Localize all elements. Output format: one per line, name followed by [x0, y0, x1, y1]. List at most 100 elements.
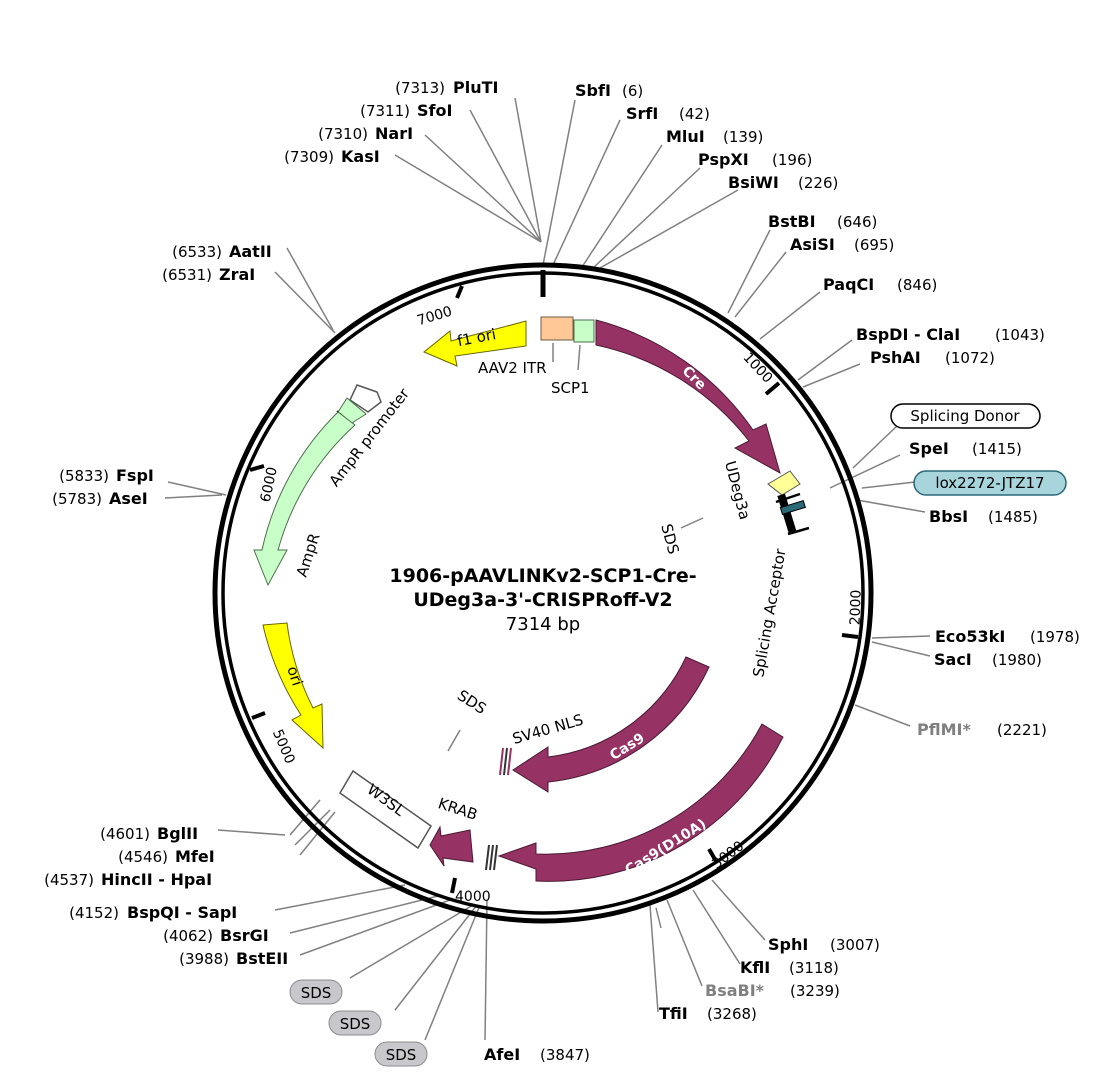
enzyme-bsteii: (3988) BstEII: [179, 949, 288, 968]
svg-text:BsaBI*: BsaBI*: [705, 981, 765, 1000]
svg-text:SDS: SDS: [301, 984, 332, 1002]
features: [253, 316, 810, 882]
svg-text:(5833): (5833): [59, 467, 109, 485]
svg-text:SbfI: SbfI: [575, 81, 611, 100]
svg-text:BbsI: BbsI: [929, 507, 968, 526]
svg-text:HincII - HpaI: HincII - HpaI: [101, 870, 212, 889]
plasmid-name-line2: UDeg3a-3'-CRISPRoff-V2: [413, 589, 672, 611]
enzyme-sfoi: (7311)SfoI: [360, 101, 452, 120]
svg-text:(226): (226): [798, 174, 838, 192]
svg-text:BstEII: BstEII: [236, 949, 288, 968]
splicing-acceptor-mark: [777, 493, 797, 535]
enzyme-aatii: (6533) AatII: [172, 242, 272, 261]
enzyme-bbsi: BbsI (1485): [929, 507, 1038, 526]
krab-arrow: [429, 825, 474, 867]
svg-text:(1978): (1978): [1030, 628, 1080, 646]
svg-text:(1980): (1980): [992, 651, 1042, 669]
enzyme-eco53ki: Eco53kI (1978): [935, 627, 1080, 646]
enzyme-paqci: PaqCI(846): [823, 275, 937, 294]
sv40-nls-label: SV40 NLS: [510, 711, 585, 748]
enzyme-saci: SacI(1980): [934, 650, 1042, 669]
enzyme-mfei: (4546)MfeI: [118, 847, 215, 866]
tick-label-5000: 5000: [269, 727, 298, 766]
enzyme-bglii: (4601)BglII: [100, 824, 198, 843]
svg-text:SfoI: SfoI: [417, 101, 452, 120]
aav2-itr-box: [540, 316, 574, 341]
scp1-box: [573, 319, 595, 343]
svg-text:AfeI: AfeI: [484, 1045, 520, 1064]
enzyme-pspxi: PspXI (196): [698, 150, 812, 169]
svg-text:SpeI: SpeI: [909, 439, 949, 458]
svg-text:(1485): (1485): [988, 508, 1038, 526]
svg-text:(2221): (2221): [997, 721, 1047, 739]
svg-text:(42): (42): [679, 105, 710, 123]
svg-text:SrfI: SrfI: [626, 104, 658, 123]
tick-label-4000: 4000: [455, 889, 491, 905]
svg-text:SDS: SDS: [386, 1046, 417, 1064]
svg-text:BspDI - ClaI: BspDI - ClaI: [856, 325, 960, 344]
svg-text:AatII: AatII: [229, 242, 272, 261]
svg-text:(196): (196): [772, 151, 812, 169]
svg-text:(646): (646): [837, 213, 877, 231]
tick-label-7000: 7000: [415, 304, 454, 330]
svg-text:PshAI: PshAI: [870, 348, 921, 367]
ampr-promoter-arrow: [349, 384, 382, 413]
callout-splicing-donor: Splicing Donor: [890, 403, 1041, 429]
svg-text:(3268): (3268): [707, 1005, 757, 1023]
svg-text:NarI: NarI: [375, 124, 413, 143]
aav2-itr-label: AAV2 ITR: [478, 359, 547, 377]
svg-text:(5783): (5783): [52, 490, 102, 508]
svg-text:BspQI - SapI: BspQI - SapI: [127, 903, 237, 922]
svg-text:(139): (139): [723, 128, 763, 146]
cas9-arrow: [512, 656, 710, 793]
svg-text:PspXI: PspXI: [698, 150, 749, 169]
enzyme-srfi: SrfI (42): [626, 104, 710, 123]
svg-text:(4062): (4062): [163, 927, 213, 945]
enzyme-asei: (5783) AseI: [52, 489, 148, 508]
svg-text:(695): (695): [854, 236, 894, 254]
svg-text:ZraI: ZraI: [219, 265, 255, 284]
backbone: [212, 262, 874, 924]
f1-ori-arrow: [423, 320, 527, 367]
enzyme-labels: SbfI(6) SrfI(42) MluI(139) PspXI(196) Bs…: [44, 78, 1080, 1064]
ori-arrow: [262, 622, 324, 750]
enzyme-asisi: AsiSI (695): [790, 235, 894, 254]
enzyme-sphi: SphI(3007): [768, 935, 880, 954]
svg-text:(6): (6): [622, 82, 643, 100]
svg-text:PluTI: PluTI: [453, 78, 498, 97]
callout-sds-2: SDS: [328, 1010, 382, 1036]
ampr-label: AmpR: [293, 531, 324, 579]
svg-text:(3239): (3239): [790, 982, 840, 1000]
svg-text:PflMI*: PflMI*: [917, 720, 971, 739]
sds-label-1: SDS: [657, 522, 682, 556]
enzyme-tfii: TfiI(3268): [659, 1004, 757, 1023]
svg-text:(7313): (7313): [395, 79, 445, 97]
svg-text:(3118): (3118): [789, 959, 839, 977]
svg-text:(3988): (3988): [179, 950, 229, 968]
splicing-acceptor-label: Splicing Acceptor: [749, 547, 789, 679]
svg-text:FspI: FspI: [116, 466, 154, 485]
udeg3a-box: [767, 470, 801, 496]
enzyme-kfli: KflI(3118): [740, 958, 839, 977]
enzyme-bsrgi: (4062)BsrGI: [163, 926, 269, 945]
svg-text:Eco53kI: Eco53kI: [935, 627, 1005, 646]
svg-text:(3007): (3007): [830, 936, 880, 954]
enzyme-pluti: (7313) PluTI: [395, 78, 498, 97]
svg-text:(3847): (3847): [540, 1046, 590, 1064]
plasmid-name-line1: 1906-pAAVLINKv2-SCP1-Cre-: [389, 565, 696, 587]
svg-text:PaqCI: PaqCI: [823, 275, 874, 294]
svg-text:(4152): (4152): [69, 904, 119, 922]
svg-text:(7310): (7310): [318, 125, 368, 143]
enzyme-kasi: (7309)KasI: [284, 147, 380, 166]
tick-marks: [249, 285, 859, 894]
ori-label: ori: [283, 664, 306, 688]
cas9-d10a-arrow: [497, 723, 784, 882]
svg-text:AseI: AseI: [109, 489, 148, 508]
enzyme-fspi: (5833) FspI: [59, 466, 154, 485]
enzyme-bsabi: BsaBI* (3239): [705, 981, 840, 1000]
svg-text:(6533): (6533): [172, 243, 222, 261]
svg-text:AsiSI: AsiSI: [790, 235, 835, 254]
udeg3a-label: UDeg3a: [721, 459, 754, 522]
svg-text:(1072): (1072): [945, 349, 995, 367]
svg-text:(6531): (6531): [162, 266, 212, 284]
